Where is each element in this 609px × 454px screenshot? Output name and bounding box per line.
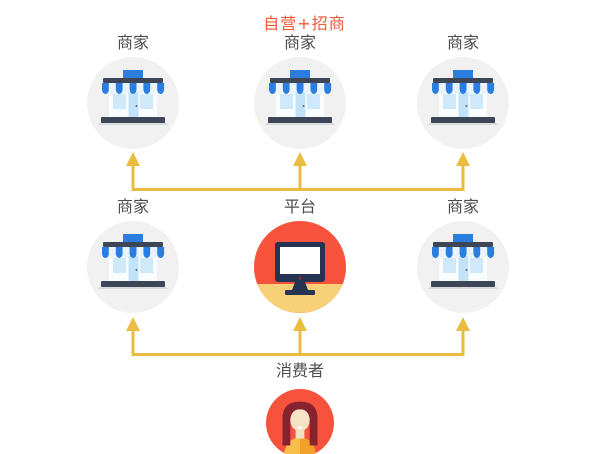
merchant-node-top-center: 商家 xyxy=(254,33,346,149)
storefront-icon xyxy=(417,57,509,149)
merchant-label: 商家 xyxy=(446,197,479,216)
merchant-label: 商家 xyxy=(116,197,149,216)
consumer-node: 消费者 xyxy=(254,361,346,454)
merchant-node-top-left: 商家 xyxy=(87,33,179,149)
merchant-label: 商家 xyxy=(116,33,149,52)
storefront-icon xyxy=(87,221,179,313)
storefront-icon xyxy=(87,57,179,149)
person-icon xyxy=(266,389,334,454)
consumer-label: 消费者 xyxy=(275,361,324,380)
monitor-icon xyxy=(254,221,346,313)
platform-label: 平台 xyxy=(283,197,316,216)
merchant-label: 商家 xyxy=(283,33,316,52)
merchant-node-mid-left: 商家 xyxy=(87,197,179,313)
storefront-icon xyxy=(254,57,346,149)
merchant-label: 商家 xyxy=(446,33,479,52)
merchant-node-top-right: 商家 xyxy=(417,33,509,149)
platform-node: 平台 xyxy=(254,197,346,313)
up-arrow-connector-bottom xyxy=(126,317,470,356)
merchant-node-mid-right: 商家 xyxy=(417,197,509,313)
diagram-title: 自营+招商 xyxy=(263,14,346,33)
up-arrow-connector-top xyxy=(126,152,470,191)
storefront-icon xyxy=(417,221,509,313)
